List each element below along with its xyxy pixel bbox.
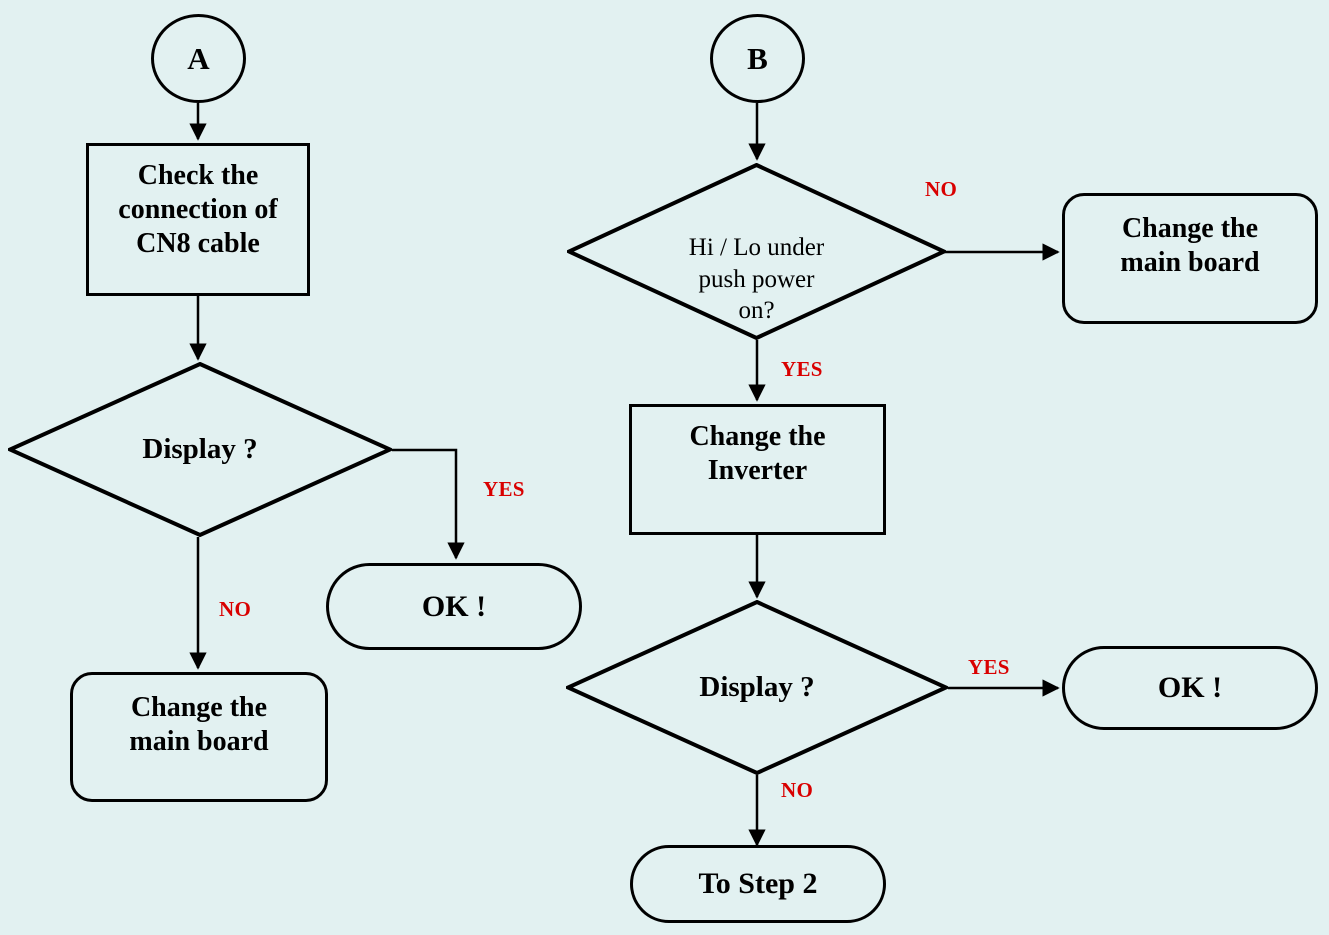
terminator-ok-right[interactable]: OK ! [1062,646,1318,730]
terminator-ok-left-label: OK ! [421,589,487,623]
decision-display-left-label: Display ? [142,433,258,465]
change-main-board-left-line-1: Change the [130,692,268,723]
decision-display-left[interactable]: Display ? [8,362,392,537]
hi-lo-line-2: push power [698,265,815,293]
change-main-board-right-line-2: main board [1120,247,1260,279]
change-inverter-line-1: Change the [689,421,826,452]
process-change-main-board-right-label: Change the main board [1120,212,1259,280]
check-cn8-line-3: CN8 cable [136,228,260,260]
start-node-b-label: B [747,40,768,76]
edge-label-left-display-no: NO [219,597,252,621]
edge-label-right-display-yes: YES [968,655,1010,679]
decision-hi-lo-push-power-shape [567,163,946,340]
hi-lo-line-1: Hi / Lo under [688,234,825,262]
decision-display-right-label: Display ? [699,671,815,703]
start-node-a-label: A [187,40,210,76]
decision-hi-lo-push-power-label: Hi / Lo under push power on? [567,176,946,327]
process-change-main-board-left-label: Change the main board [129,691,268,759]
terminator-ok-right-label: OK ! [1157,671,1223,704]
check-cn8-line-2: connection of [118,194,278,226]
process-change-inverter[interactable]: Change the Inverter [629,404,886,535]
change-main-board-right-line-1: Change the [1121,213,1259,244]
edge-label-hi-lo-no: NO [925,177,958,201]
edge-display-left-yes-to-ok [392,448,465,560]
decision-display-right[interactable]: Display ? [566,600,948,775]
start-node-b[interactable]: B [710,14,805,103]
edge-label-left-display-yes: YES [483,477,525,501]
hi-lo-line-3: on? [738,297,775,325]
decision-hi-lo-push-power[interactable]: Hi / Lo under push power on? [567,163,946,340]
change-main-board-left-line-2: main board [129,726,269,758]
process-change-main-board-left[interactable]: Change the main board [70,672,328,802]
edge-label-hi-lo-yes: YES [781,357,823,381]
decision-display-left-shape [8,362,392,537]
terminator-ok-left[interactable]: OK ! [326,563,582,650]
process-change-inverter-label: Change the Inverter [689,420,825,488]
check-cn8-line-1: Check the [137,160,259,191]
process-check-cn8-cable-label: Check the connection of CN8 cable [118,159,277,261]
start-node-a[interactable]: A [151,14,246,103]
terminator-to-step-2[interactable]: To Step 2 [630,845,886,923]
edge-label-right-display-no: NO [781,778,814,802]
decision-display-right-shape [566,600,948,775]
terminator-to-step-2-label: To Step 2 [698,867,818,900]
process-check-cn8-cable[interactable]: Check the connection of CN8 cable [86,143,310,296]
change-inverter-line-2: Inverter [707,455,808,487]
process-change-main-board-right[interactable]: Change the main board [1062,193,1318,324]
